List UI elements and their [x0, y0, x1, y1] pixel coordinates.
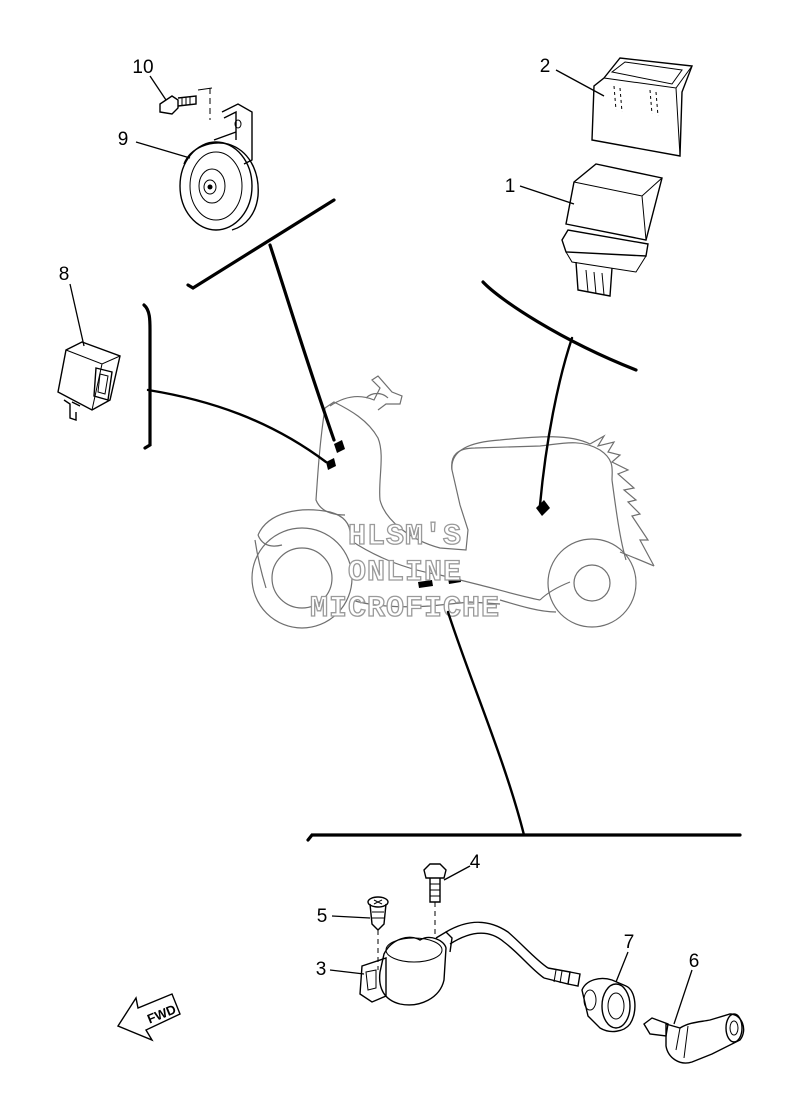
scooter-silhouette — [251, 375, 655, 629]
part-8-flasher-relay — [57, 341, 121, 421]
callout-7: 7 — [624, 932, 635, 953]
connector-lines — [146, 243, 574, 837]
callout-1: 1 — [505, 176, 516, 197]
callout-numbers: 10 9 8 2 1 4 5 3 7 6 — [59, 56, 700, 980]
callout-3: 3 — [316, 959, 327, 980]
group-brackets — [142, 198, 742, 842]
part-5-screw — [367, 896, 389, 970]
leader-lines — [69, 69, 693, 1025]
callout-10: 10 — [132, 57, 153, 78]
marker-cdi-unit — [536, 500, 550, 516]
part-3-ignition-coil — [359, 921, 581, 1006]
callout-6: 6 — [689, 951, 700, 972]
part-6-plug-cap — [643, 1013, 745, 1064]
part-4-bolt — [423, 863, 447, 935]
watermark: HLSM'S ONLINE MICROFICHE — [309, 519, 500, 626]
marker-horn — [326, 458, 336, 470]
fwd-arrow: FWD — [116, 993, 181, 1042]
front-wheel — [251, 527, 353, 629]
watermark-line-1: HLSM'S — [348, 520, 462, 554]
part-1-cdi-unit — [561, 163, 663, 297]
callout-9: 9 — [118, 129, 129, 150]
part-2-cover — [591, 57, 693, 157]
watermark-line-2: ONLINE — [348, 556, 462, 590]
callout-2: 2 — [540, 56, 551, 77]
callout-8: 8 — [59, 264, 70, 285]
part-10-bolt — [159, 87, 213, 120]
marker-flasher-relay — [334, 440, 345, 453]
callout-5: 5 — [317, 906, 328, 927]
callout-4: 4 — [470, 852, 481, 873]
part-9-horn — [179, 103, 259, 231]
rear-wheel — [547, 538, 637, 628]
watermark-line-3: MICROFICHE — [310, 592, 500, 626]
part-7-boot — [581, 977, 636, 1033]
marker-ignition-coil — [418, 580, 433, 588]
